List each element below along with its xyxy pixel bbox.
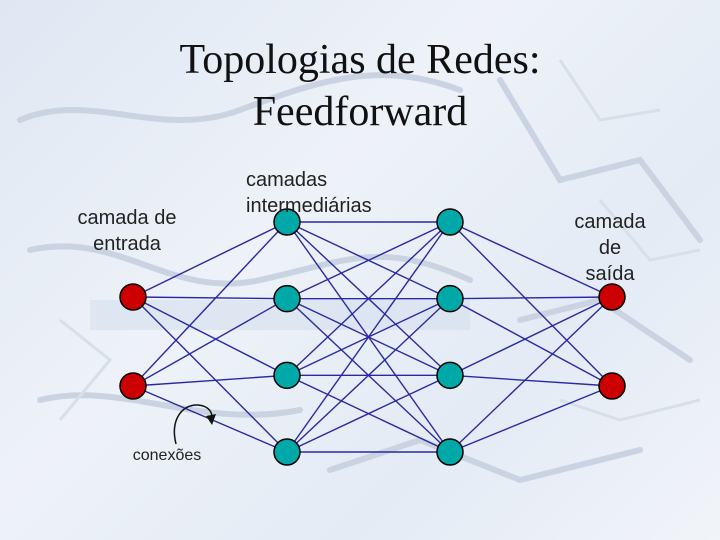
connection-line	[132, 296, 288, 376]
hidden-node	[436, 284, 464, 313]
connection-line	[132, 298, 288, 387]
output-node	[598, 283, 626, 311]
label-hidden-layers: camadas intermediárias	[246, 167, 416, 219]
connection-line	[286, 221, 451, 300]
connection-line	[449, 374, 613, 387]
label-output-layer: camada de saída	[560, 209, 660, 287]
output-node	[598, 372, 626, 400]
connection-line	[132, 221, 288, 298]
title-line-1: Topologias de Redes:	[179, 37, 541, 83]
connection-line	[132, 296, 288, 300]
connection-line	[449, 385, 613, 453]
slide-title: Topologias de Redes: Feedforward	[100, 34, 620, 138]
connection-line	[132, 221, 288, 387]
connection-line	[286, 374, 451, 453]
connection-line	[449, 221, 613, 387]
hidden-node	[273, 284, 301, 313]
connection-line	[449, 296, 613, 376]
input-node	[119, 372, 147, 400]
connection-line	[449, 296, 613, 453]
label-hidden-line-2: intermediárias	[246, 195, 372, 217]
label-output-line-3: saída	[585, 263, 635, 285]
label-output-line-1: camada	[574, 211, 646, 233]
hidden-node	[436, 438, 464, 466]
connection-line	[449, 296, 613, 300]
hidden-node	[436, 361, 464, 390]
label-output-line-2: de	[598, 237, 622, 259]
connection-line	[286, 221, 451, 376]
connection-line	[132, 296, 288, 453]
curved-arrow-icon	[173, 404, 216, 445]
input-node	[119, 283, 147, 311]
hidden-node	[273, 438, 301, 466]
connection-line	[449, 221, 613, 298]
hidden-node	[436, 208, 464, 236]
hidden-node	[273, 208, 301, 236]
connection-line	[286, 221, 451, 453]
label-hidden-line-1: camadas	[246, 169, 328, 191]
hidden-node	[273, 361, 301, 390]
label-input-line-1: camada de	[77, 207, 177, 229]
connection-line	[286, 298, 451, 453]
nodes	[119, 208, 626, 466]
label-input-line-2: entrada	[93, 233, 161, 255]
label-connections: conexões	[132, 447, 202, 464]
connection-line	[132, 374, 288, 387]
label-input-layer: camada de entrada	[52, 205, 202, 257]
title-line-2: Feedforward	[252, 89, 468, 135]
connections	[132, 221, 613, 453]
connection-line	[449, 298, 613, 387]
